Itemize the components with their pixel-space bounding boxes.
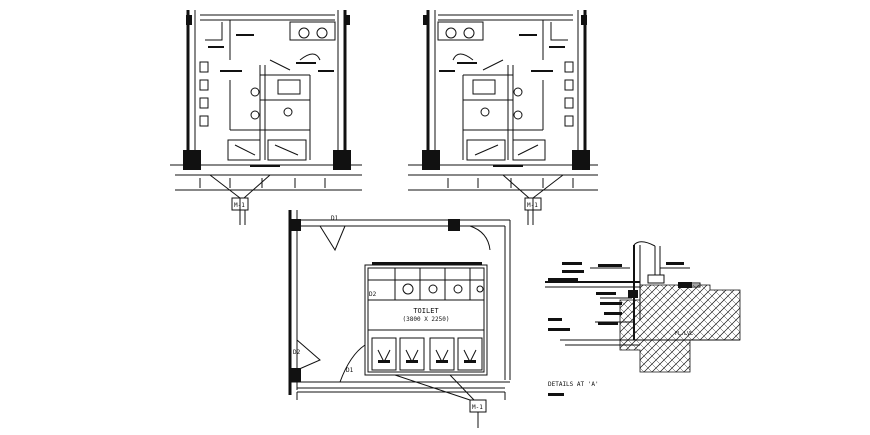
plan-bottom-room: [288, 210, 511, 428]
detail-caption: DETAILS AT 'A': [548, 381, 599, 388]
door-d1-bottom: D1: [346, 367, 354, 374]
door-d1-top: D1: [331, 215, 339, 222]
door-d2-inner: D2: [369, 291, 377, 298]
plan-top-left: [170, 10, 362, 225]
plan-left-tag: M-1: [234, 202, 245, 209]
toilet-room-title: TOILET: [413, 307, 439, 315]
plan-right-tag: M-1: [527, 202, 538, 209]
door-d2-left: D2: [293, 349, 301, 356]
plan-top-right: [408, 10, 598, 225]
detail-level-note: FL.LVL: [675, 331, 693, 337]
detail-section-a: [545, 241, 741, 396]
toilet-room-size: (3800 X 2250): [403, 316, 450, 323]
plan-bottom-tag: M-1: [472, 404, 483, 411]
